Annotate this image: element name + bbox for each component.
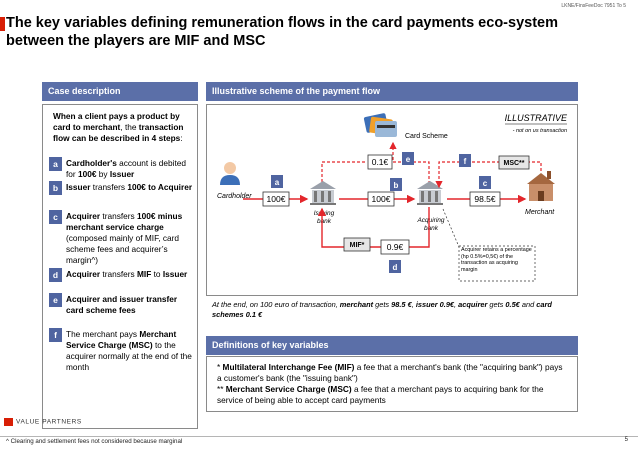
msc-flow-line [435, 161, 542, 189]
msc-tag: MSC** [503, 160, 524, 167]
amount-box-a [262, 191, 290, 207]
step-badge-f: f [49, 328, 62, 342]
title-accent-bar [0, 17, 5, 31]
step-badge-f [459, 154, 471, 167]
step-description: Acquirer transfers 100€ minus merchant s… [66, 211, 183, 265]
case-intro: When a client pays a product by card to … [53, 111, 184, 143]
illustrative-tag: ILLUSTRATIVE [505, 113, 568, 123]
step-letter-f: f [464, 157, 467, 166]
illustrative-note: - not on us transaction [513, 128, 567, 134]
footnote: ^ Clearing and settlement fees not consi… [6, 438, 183, 445]
card-scheme-icon [363, 113, 397, 137]
definition-msc: ** Merchant Service Charge (MSC) a fee t… [217, 384, 544, 405]
case-description-box: When a client pays a product by card to … [42, 104, 198, 429]
step-badge-a [271, 175, 283, 188]
step-badge-d [389, 260, 401, 273]
step-badge-e: e [49, 293, 62, 307]
mif-tag-box [343, 237, 371, 252]
summary-at-end: At the end, on 100 euro of transaction, … [212, 300, 552, 319]
scheme-fee-box [367, 154, 393, 170]
definitions-header: Definitions of key variables [206, 336, 578, 355]
margin-note-connector [442, 208, 460, 248]
step-letter-a: a [275, 178, 280, 187]
amount-mif: 0.9€ [387, 242, 404, 252]
amount-b: 100€ [372, 194, 391, 204]
merchant-label: Merchant [525, 209, 555, 216]
scheme-fee-line-issuer [321, 161, 367, 187]
doc-reference: LKNE/FinsFeeDoc 7951 To 5 [561, 3, 626, 9]
company-logo: VALUE PARTNERS [4, 418, 82, 426]
step-badge-e [402, 152, 414, 165]
margin-note: Acquirer retains a percentage (hp 0.5%=0… [461, 247, 532, 273]
step-description: Issuer transfers 100€ to Acquirer [66, 182, 193, 192]
cardholder-icon [220, 162, 240, 185]
card-scheme-label: Card Scheme [405, 133, 448, 140]
step-description: Acquirer and issuer transfer card scheme… [66, 294, 178, 315]
step-badge-b: b [49, 181, 62, 195]
page-title: The key variables defining remuneration … [6, 15, 558, 49]
step-badge-c [479, 176, 491, 189]
amount-a: 100€ [267, 194, 286, 204]
merchant-icon [527, 171, 555, 201]
scheme-fee-amount: 0.1€ [372, 157, 389, 167]
issuing-bank-icon [310, 181, 336, 205]
step-badge-c: c [49, 210, 62, 224]
step-letter-c: c [483, 179, 488, 188]
mif-flow-line [317, 207, 430, 248]
amount-c: 98.5€ [474, 194, 496, 204]
footer-divider [0, 436, 638, 437]
amount-box-c [469, 191, 501, 207]
cardholder-label: Cardholder [217, 193, 252, 200]
mif-tag: MIF* [350, 242, 365, 249]
definitions-box: * Multilateral Interchange Fee (MIF) a f… [206, 356, 578, 412]
step-badge-d: d [49, 268, 62, 282]
definition-mif: * Multilateral Interchange Fee (MIF) a f… [217, 362, 563, 383]
step-description: The merchant pays Merchant Service Charg… [66, 329, 192, 372]
amount-box-mif [380, 239, 410, 255]
step-description: Acquirer transfers MIF to Issuer [66, 269, 188, 279]
step-letter-b: b [394, 181, 399, 190]
payment-flow-diagram: ILLUSTRATIVE - not on us transaction Car… [217, 113, 568, 282]
step-letter-e: e [406, 155, 411, 164]
payment-scheme-box: ILLUSTRATIVE - not on us transaction Car… [206, 104, 578, 296]
payment-scheme-header: Illustrative scheme of the payment flow [206, 82, 578, 101]
case-description-header: Case description [42, 82, 198, 101]
step-badge-b [390, 178, 402, 191]
step-description: Cardholder's account is debited for 100€… [66, 158, 187, 179]
msc-tag-box [498, 155, 530, 170]
step-badge-a: a [49, 157, 62, 171]
acquiring-bank-icon [417, 181, 443, 205]
page-number: 5 [624, 437, 628, 443]
amount-box-b [367, 191, 395, 207]
margin-note-box [458, 245, 536, 282]
step-letter-d: d [393, 263, 398, 272]
